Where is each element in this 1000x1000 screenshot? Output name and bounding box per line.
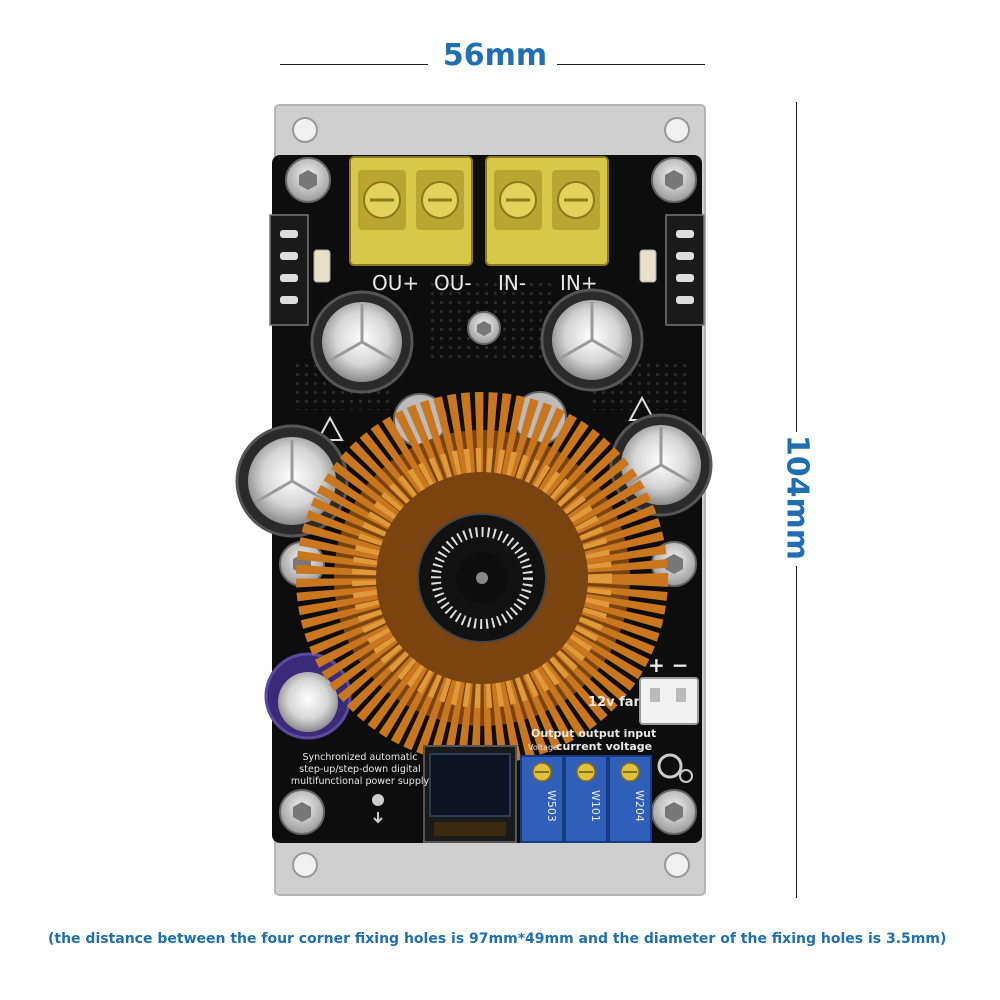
potentiometer bbox=[608, 755, 652, 843]
width-line-right bbox=[557, 64, 705, 65]
fuse-right bbox=[639, 249, 657, 283]
width-dimension-label: 56mm bbox=[442, 38, 548, 73]
pot-label: W204 bbox=[633, 790, 646, 822]
description-line-1: Synchronized automatic bbox=[302, 752, 417, 763]
terminal-label-out-minus: OU- bbox=[434, 271, 472, 295]
screw-icon bbox=[467, 311, 501, 345]
description-line-2: step-up/step-down digital bbox=[299, 764, 420, 775]
power-supply-board: OU+ OU- IN- IN+ + − bbox=[235, 104, 713, 896]
width-line-left bbox=[280, 64, 428, 65]
screw-icon bbox=[279, 789, 325, 835]
right-pin-header bbox=[665, 214, 705, 326]
encoder-pad bbox=[657, 753, 683, 779]
height-dimension-label: 104mm bbox=[779, 434, 815, 561]
plate-hole-top-right bbox=[664, 117, 690, 143]
pot-header-line2: current voltage bbox=[556, 740, 652, 753]
capacitor bbox=[235, 424, 349, 538]
potentiometer bbox=[564, 755, 608, 843]
input-terminal-block bbox=[485, 156, 609, 266]
description-line-3: multifunctional power supply bbox=[291, 776, 430, 787]
capacitor bbox=[540, 288, 644, 392]
fan-label: 12v fan bbox=[588, 695, 643, 710]
screw-icon bbox=[651, 157, 697, 203]
pot-header-line1: Output output input bbox=[531, 727, 656, 740]
pot-header-voltage: Voltage bbox=[528, 743, 558, 752]
fan-polarity-label: + − bbox=[648, 653, 688, 677]
terminal-label-out-plus: OU+ bbox=[372, 271, 419, 295]
plate-hole-bottom-left bbox=[292, 852, 318, 878]
output-terminal-block bbox=[349, 156, 473, 266]
status-led bbox=[372, 794, 384, 806]
screw-icon bbox=[651, 789, 697, 835]
left-pin-header bbox=[269, 214, 309, 326]
pot-label: W503 bbox=[545, 790, 558, 822]
fuse-left bbox=[313, 249, 331, 283]
capacitor bbox=[310, 290, 414, 394]
mounting-hole-caption: (the distance between the four corner fi… bbox=[48, 931, 947, 947]
height-line-bottom bbox=[796, 566, 797, 898]
arrow-down-icon bbox=[373, 812, 383, 824]
pot-label: W101 bbox=[589, 790, 602, 822]
fan-connector bbox=[639, 677, 699, 725]
plate-hole-top-left bbox=[292, 117, 318, 143]
potentiometer bbox=[520, 755, 564, 843]
oled-display bbox=[423, 745, 517, 843]
plate-hole-bottom-right bbox=[664, 852, 690, 878]
screw-icon bbox=[285, 157, 331, 203]
terminal-label-in-minus: IN- bbox=[498, 271, 526, 295]
toroid-inductor bbox=[296, 392, 668, 764]
height-line-top bbox=[796, 102, 797, 432]
encoder-pad bbox=[679, 769, 693, 783]
